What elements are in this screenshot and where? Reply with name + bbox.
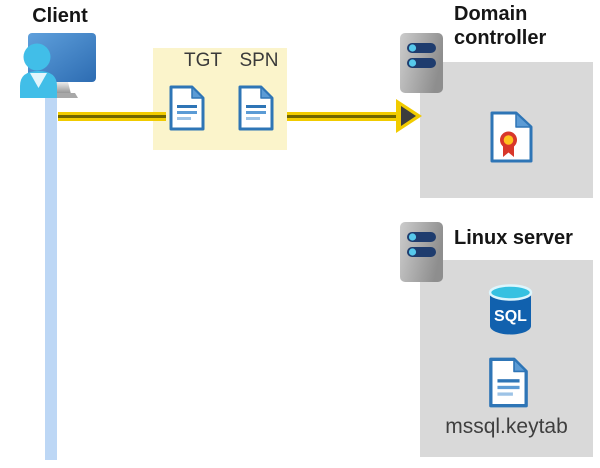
- spn-document-icon: [238, 85, 274, 131]
- client-connector-line: [45, 92, 57, 460]
- server-icon: [400, 222, 443, 282]
- certificate-icon: [490, 111, 533, 163]
- tgt-ticket-label: TGT: [184, 50, 222, 71]
- linux-server-title: Linux server: [454, 227, 573, 249]
- keytab-document-icon: [489, 357, 528, 408]
- request-arrow-segment-right: [287, 112, 399, 121]
- request-arrowhead-icon: [396, 99, 422, 133]
- client-title: Client: [32, 5, 88, 27]
- spn-ticket-label: SPN: [239, 50, 279, 71]
- request-arrow-segment-left: [58, 112, 166, 121]
- sql-label: SQL: [494, 308, 527, 325]
- server-icon: [400, 33, 443, 93]
- client-workstation-icon: [20, 33, 96, 98]
- tgt-document-icon: [169, 85, 205, 131]
- keytab-file-label: mssql.keytab: [445, 415, 568, 438]
- domain-controller-title: Domain controller: [454, 3, 547, 49]
- sql-database-icon: SQL: [488, 284, 533, 335]
